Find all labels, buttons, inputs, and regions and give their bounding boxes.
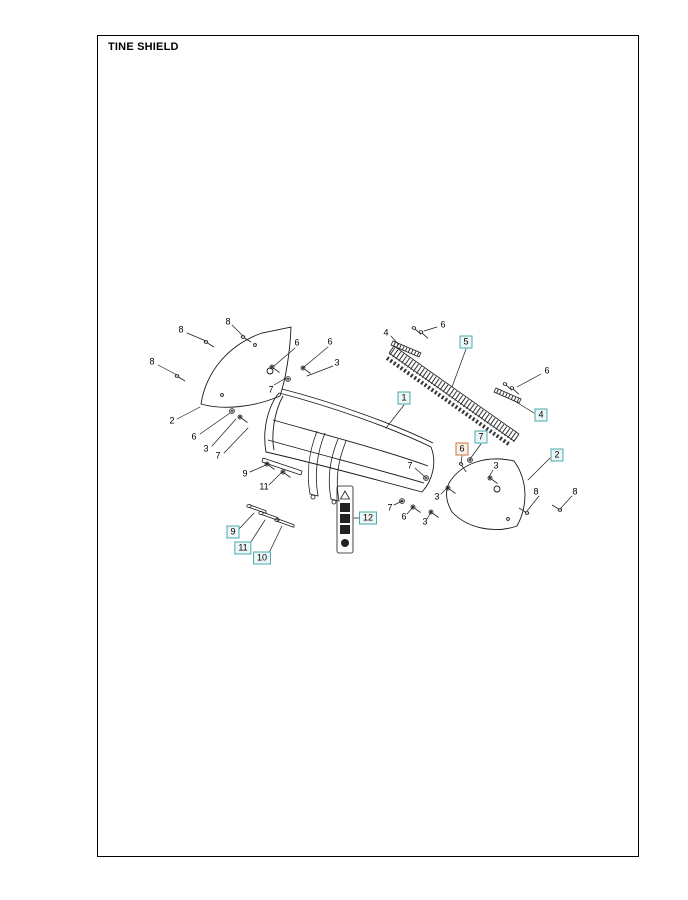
part-callout-3: 3 (203, 443, 209, 454)
left-side-plate (200, 326, 292, 408)
page-border (97, 35, 639, 857)
part-callout-4: 4 (383, 327, 389, 338)
page-title: TINE SHIELD (108, 41, 179, 53)
part-callout-9: 9 (242, 468, 248, 479)
part-callout-7: 7 (268, 384, 274, 395)
part-callout-3: 3 (493, 460, 499, 471)
mounting-bar-top (390, 340, 422, 358)
part-callout-11: 11 (259, 481, 269, 492)
part-callout-6-selected[interactable]: 6 (455, 442, 469, 456)
part-callout-2[interactable]: 2 (550, 448, 564, 462)
part-callout-3: 3 (334, 357, 340, 368)
part-callout-6: 6 (544, 365, 550, 376)
part-callout-6: 6 (440, 319, 446, 330)
warning-decal (336, 485, 354, 554)
part-callout-11[interactable]: 11 (234, 541, 252, 555)
part-callout-7: 7 (387, 502, 393, 513)
part-callout-8: 8 (178, 324, 184, 335)
part-callout-8: 8 (149, 356, 155, 367)
part-callout-9[interactable]: 9 (226, 525, 240, 539)
serrated-tine-bar (385, 345, 520, 447)
part-callout-7: 7 (215, 450, 221, 461)
part-callout-12[interactable]: 12 (358, 511, 378, 525)
part-callout-3: 3 (422, 516, 428, 527)
main-shield (264, 388, 435, 493)
part-callout-5[interactable]: 5 (459, 335, 473, 349)
part-callout-4[interactable]: 4 (534, 408, 548, 422)
part-callout-8: 8 (533, 486, 539, 497)
support-arms (307, 430, 347, 505)
part-callout-7[interactable]: 7 (474, 430, 488, 444)
part-callout-6: 6 (401, 511, 407, 522)
part-callout-8: 8 (225, 316, 231, 327)
part-callout-3: 3 (434, 491, 440, 502)
part-callout-6: 6 (327, 336, 333, 347)
leader-lines (157, 324, 573, 556)
part-callout-6: 6 (294, 337, 300, 348)
part-callout-10[interactable]: 10 (252, 551, 272, 565)
part-callout-8: 8 (572, 486, 578, 497)
part-callout-2: 2 (169, 415, 175, 426)
pivot-rod-and-pins (246, 457, 303, 528)
part-callout-6: 6 (191, 431, 197, 442)
part-callout-1[interactable]: 1 (397, 391, 411, 405)
right-side-plate (446, 458, 526, 530)
part-callout-7: 7 (407, 460, 413, 471)
mounting-bar-right (493, 387, 522, 404)
